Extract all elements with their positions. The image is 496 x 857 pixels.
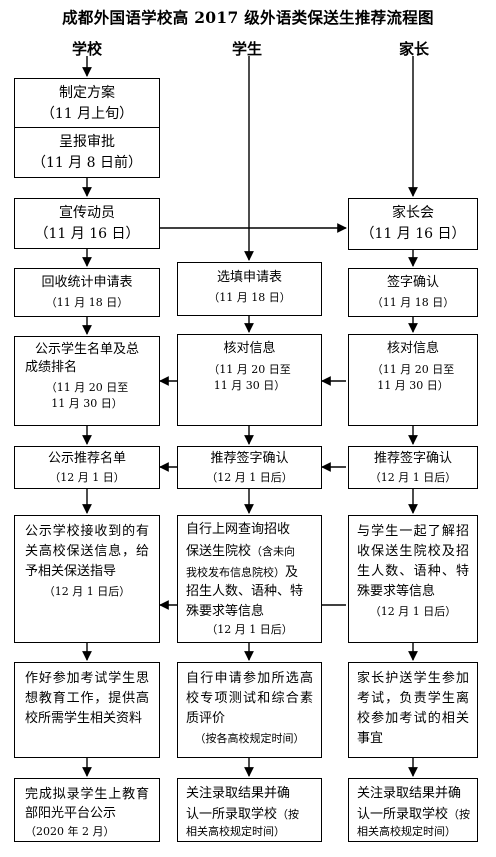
school-finish-date: （2020 年 2 月） (25, 825, 115, 838)
student-result-box: 关注录取结果并确 认一所录取学校（按 相关高校规定时间） (177, 778, 322, 842)
school-ranking-date1: （11 月 20 日至 (45, 381, 129, 394)
school-collect-label: 回收统计申请表 (41, 275, 133, 290)
school-ranking-date2: 11 月 30 日） (51, 397, 123, 410)
school-plan-label: 制定方案 (59, 85, 115, 101)
student-result-line3: 相关高校规定时间） (186, 825, 285, 838)
student-result-line2b: （按 (277, 808, 300, 821)
school-collect-box: 回收统计申请表 （11 月 18 日） (14, 268, 160, 317)
student-exam-label: 自行申请参加所选高校专项测试和综合素质评价 (186, 671, 313, 726)
student-query-line2b: （含未向 (251, 545, 296, 558)
student-query-line5: 殊要求等信息 (186, 604, 265, 619)
school-recommend-label: 公示推荐名单 (47, 451, 126, 466)
parent-meeting-box: 家长会 （11 月 16 日） (348, 198, 478, 250)
column-header-parent: 家长 (398, 40, 429, 58)
column-header-school: 学校 (71, 40, 102, 58)
student-query-date: （12 月 1 日后） (206, 623, 293, 636)
school-recommend-date: （12 月 1 日） (49, 471, 125, 484)
parent-verify-label: 核对信息 (386, 341, 439, 356)
parent-result-box: 关注录取结果并确 认一所录取学校（按 相关高校规定时间） (348, 778, 478, 842)
student-query-line1: 自行上网查询招收 (186, 522, 291, 537)
parent-escort-box: 家长护送学生参加考试，负责学生离校参加考试的相关事宜 (348, 662, 478, 758)
parent-verify-box: 核对信息 （11 月 20 日至 11 月 30 日） (348, 334, 478, 426)
student-verify-label: 核对信息 (223, 341, 276, 356)
school-collect-date: （11 月 18 日） (45, 296, 129, 309)
student-verify-date1: （11 月 20 日至 (208, 363, 291, 376)
student-sign-box: 推荐签字确认 （12 月 1 日后） (177, 446, 322, 489)
student-result-line1: 关注录取结果并确 (186, 786, 291, 801)
school-ranking-label1: 公示学生名单及总 (34, 342, 139, 357)
student-query-line3a: 我校发布信息院校） (186, 566, 285, 579)
parent-verify-date1: （11 月 20 日至 (371, 363, 455, 376)
parent-recsign-date: （12 月 1 日后） (369, 471, 457, 484)
parent-recsign-box: 推荐签字确认 （12 月 1 日后） (348, 446, 478, 489)
student-verify-box: 核对信息 （11 月 20 日至 11 月 30 日） (177, 334, 322, 426)
school-approve-date: （11 月 8 日前） (31, 155, 143, 171)
page-title: 成都外国语学校高 2017 级外语类保送生推荐流程图 (62, 8, 434, 27)
student-result-line2: 认一所录取学校 (186, 807, 278, 822)
parent-learn-label: 与学生一起了解招收保送生院校及招生人数、语种、特殊要求等信息 (357, 524, 469, 599)
student-apply-label: 选填申请表 (216, 270, 282, 285)
parent-recsign-label: 推荐签字确认 (373, 451, 452, 466)
student-verify-date2: 11 月 30 日） (213, 379, 286, 392)
school-publicize-label: 宣传动员 (59, 205, 115, 221)
school-examprep-label: 作好参加考试学生思想教育工作，提供高校所需学生相关资料 (25, 671, 149, 726)
student-apply-date: （11 月 18 日） (208, 291, 291, 304)
parent-result-line3: 相关高校规定时间） (357, 825, 456, 838)
student-exam-note: （按各高校规定时间） (194, 732, 305, 745)
parent-result-line2b: （按 (448, 808, 471, 821)
parent-meeting-date: （11 月 16 日） (360, 226, 466, 242)
parent-escort-label: 家长护送学生参加考试，负责学生离校参加考试的相关事宜 (357, 671, 469, 746)
student-query-line3b: 及 (285, 565, 299, 580)
parent-result-line2: 认一所录取学校 (357, 807, 449, 822)
parent-meeting-label: 家长会 (392, 205, 434, 221)
school-finish-box: 完成拟录学生上教育部阳光平台公示 （2020 年 2 月） (14, 778, 160, 842)
school-plan-box: 制定方案 （11 月上旬） (14, 78, 160, 128)
school-info-label: 公示学校接收到的有关高校保送信息，给予相关保送指导 (25, 524, 149, 579)
school-plan-date: （11 月上旬） (40, 106, 134, 122)
student-apply-box: 选填申请表 （11 月 18 日） (177, 262, 322, 316)
school-info-box: 公示学校接收到的有关高校保送信息，给予相关保送指导 （12 月 1 日后） (14, 515, 160, 643)
school-info-date: （12 月 1 日后） (43, 585, 131, 598)
column-header-student: 学生 (231, 40, 262, 58)
student-sign-date: （12 月 1 日后） (206, 471, 293, 484)
student-exam-box: 自行申请参加所选高校专项测试和综合素质评价 （按各高校规定时间） (177, 662, 322, 758)
parent-result-line1: 关注录取结果并确 (357, 786, 462, 801)
student-query-box: 自行上网查询招收 保送生院校（含未向 我校发布信息院校）及 招生人数、语种、特 … (177, 515, 322, 643)
parent-sign-date: （11 月 18 日） (371, 296, 455, 309)
school-ranking-box: 公示学生名单及总 成绩排名 （11 月 20 日至 11 月 30 日） (14, 336, 160, 426)
student-query-line4: 招生人数、语种、特 (186, 584, 304, 599)
school-publicize-date: （11 月 16 日） (34, 226, 140, 242)
school-approve-box: 呈报审批 （11 月 8 日前） (14, 127, 160, 178)
student-query-line2a: 保送生院校 (186, 544, 252, 559)
school-approve-label: 呈报审批 (59, 134, 115, 150)
school-finish-label: 完成拟录学生上教育部阳光平台公示 (25, 787, 149, 821)
school-ranking-label2: 成绩排名 (25, 360, 78, 375)
student-sign-label: 推荐签字确认 (210, 451, 289, 466)
school-recommend-box: 公示推荐名单 （12 月 1 日） (14, 446, 160, 489)
school-examprep-box: 作好参加考试学生思想教育工作，提供高校所需学生相关资料 (14, 662, 160, 758)
parent-learn-date: （12 月 1 日后） (369, 605, 457, 618)
parent-sign-label: 签字确认 (386, 275, 439, 290)
school-publicize-box: 宣传动员 （11 月 16 日） (14, 198, 160, 249)
parent-learn-box: 与学生一起了解招收保送生院校及招生人数、语种、特殊要求等信息 （12 月 1 日… (348, 515, 478, 643)
parent-verify-date2: 11 月 30 日） (377, 379, 449, 392)
parent-sign-box: 签字确认 （11 月 18 日） (348, 268, 478, 317)
